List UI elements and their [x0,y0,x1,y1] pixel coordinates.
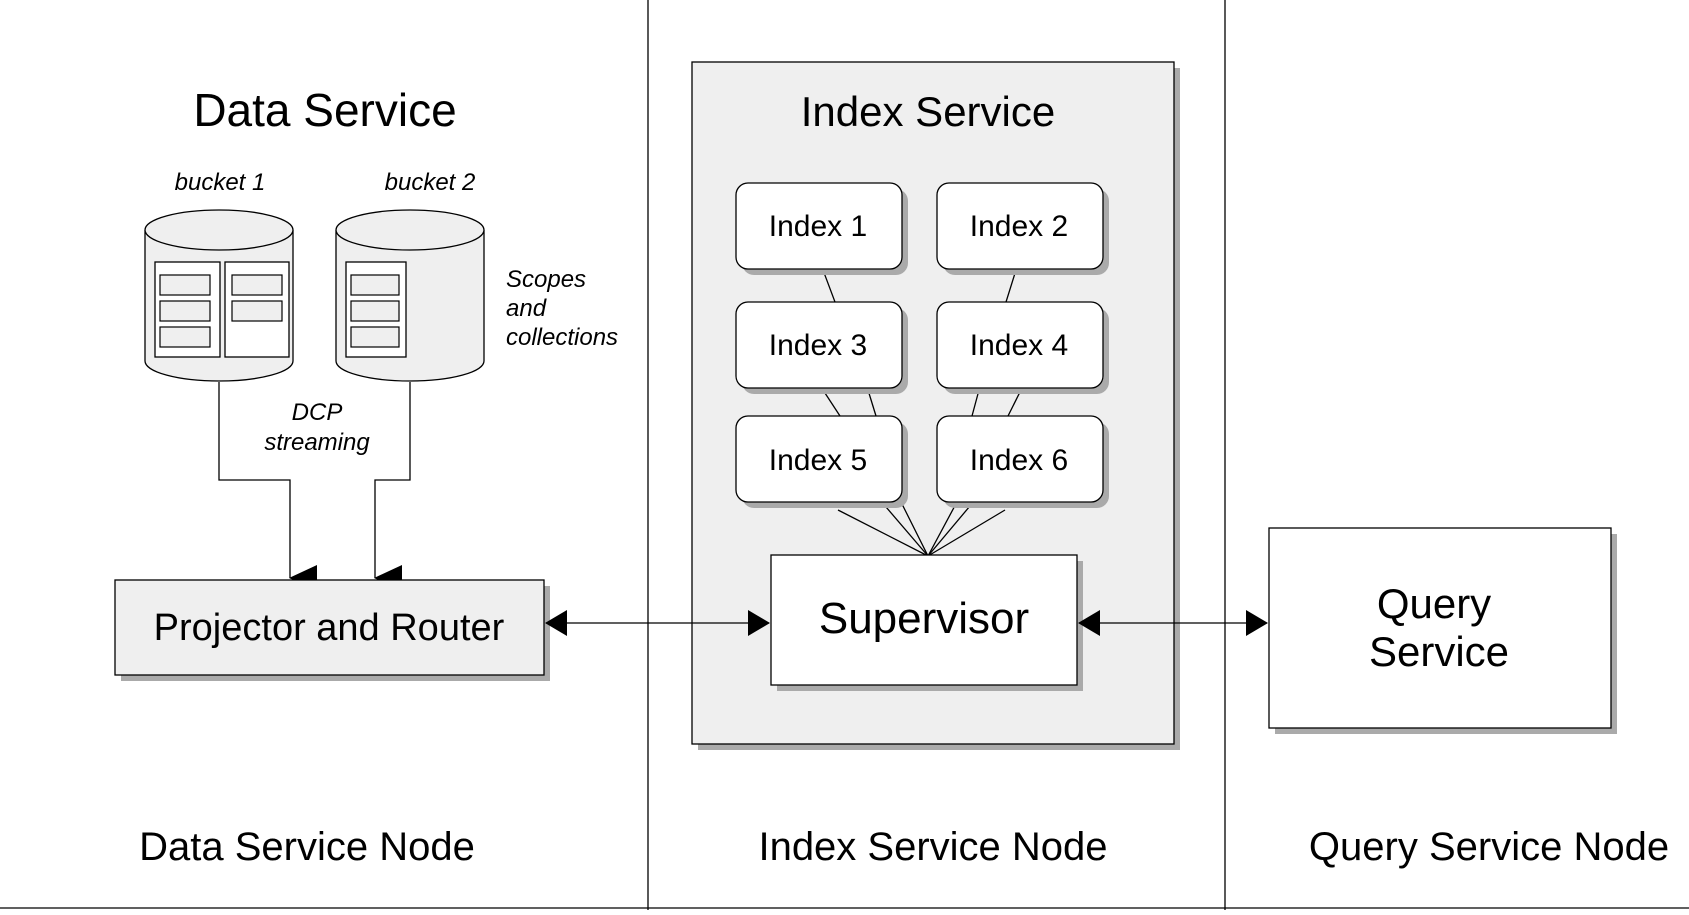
link-index3-index5a [822,389,841,417]
fan-4 [927,499,959,557]
fan-6 [927,509,1006,557]
dcp-label-1: DCP [292,399,343,426]
link-index2-index4 [1005,269,1017,303]
index-3-box [735,301,908,394]
index-6-label: Index 6 [970,444,1068,477]
dcp-stream-bucket-2 [374,382,411,591]
index-service-node-label: Index Service Node [758,825,1107,869]
bucket-1-label: bucket 1 [175,169,266,196]
scopes-label-3: collections [506,324,618,351]
query-service-label-1: Query [1377,580,1491,627]
supervisor-label: Supervisor [819,594,1029,643]
index-4-box [936,301,1109,394]
dcp-stream-bucket-1 [218,382,317,591]
query-service-node-label: Query Service Node [1309,825,1669,869]
supervisor-box [770,554,1083,691]
index-2-label: Index 2 [970,210,1068,243]
data-service-node-label: Data Service Node [139,825,475,869]
index-5-label: Index 5 [769,444,867,477]
bucket-2-icon [335,209,485,382]
fan-2 [879,499,929,557]
index-5-box [735,415,908,508]
index-2-box [936,182,1109,275]
index-1-box [735,182,908,275]
dcp-label-2: streaming [264,429,370,456]
index-service-title: Index Service [801,88,1055,135]
scopes-label-2: and [506,295,547,322]
index-3-label: Index 3 [769,329,867,362]
index-6-box [936,415,1109,508]
index-4-label: Index 4 [970,329,1068,362]
bucket-2-label: bucket 2 [385,169,476,196]
projector-router-box [114,579,550,681]
link-index4-index6a [971,389,980,417]
bucket-1-icon [144,209,294,382]
fan-5 [927,499,976,557]
link-index3-index5b [867,389,877,417]
query-service-box [1268,527,1617,734]
link-index4-index6b [1007,389,1022,417]
index-1-label: Index 1 [769,210,867,243]
fan-3 [899,499,929,557]
query-service-label-2: Service [1369,628,1509,675]
scopes-label-1: Scopes [506,266,586,293]
link-index1-index3 [822,269,836,303]
fan-1 [837,509,929,557]
data-service-title: Data Service [193,84,456,136]
projector-router-label: Projector and Router [154,607,505,649]
